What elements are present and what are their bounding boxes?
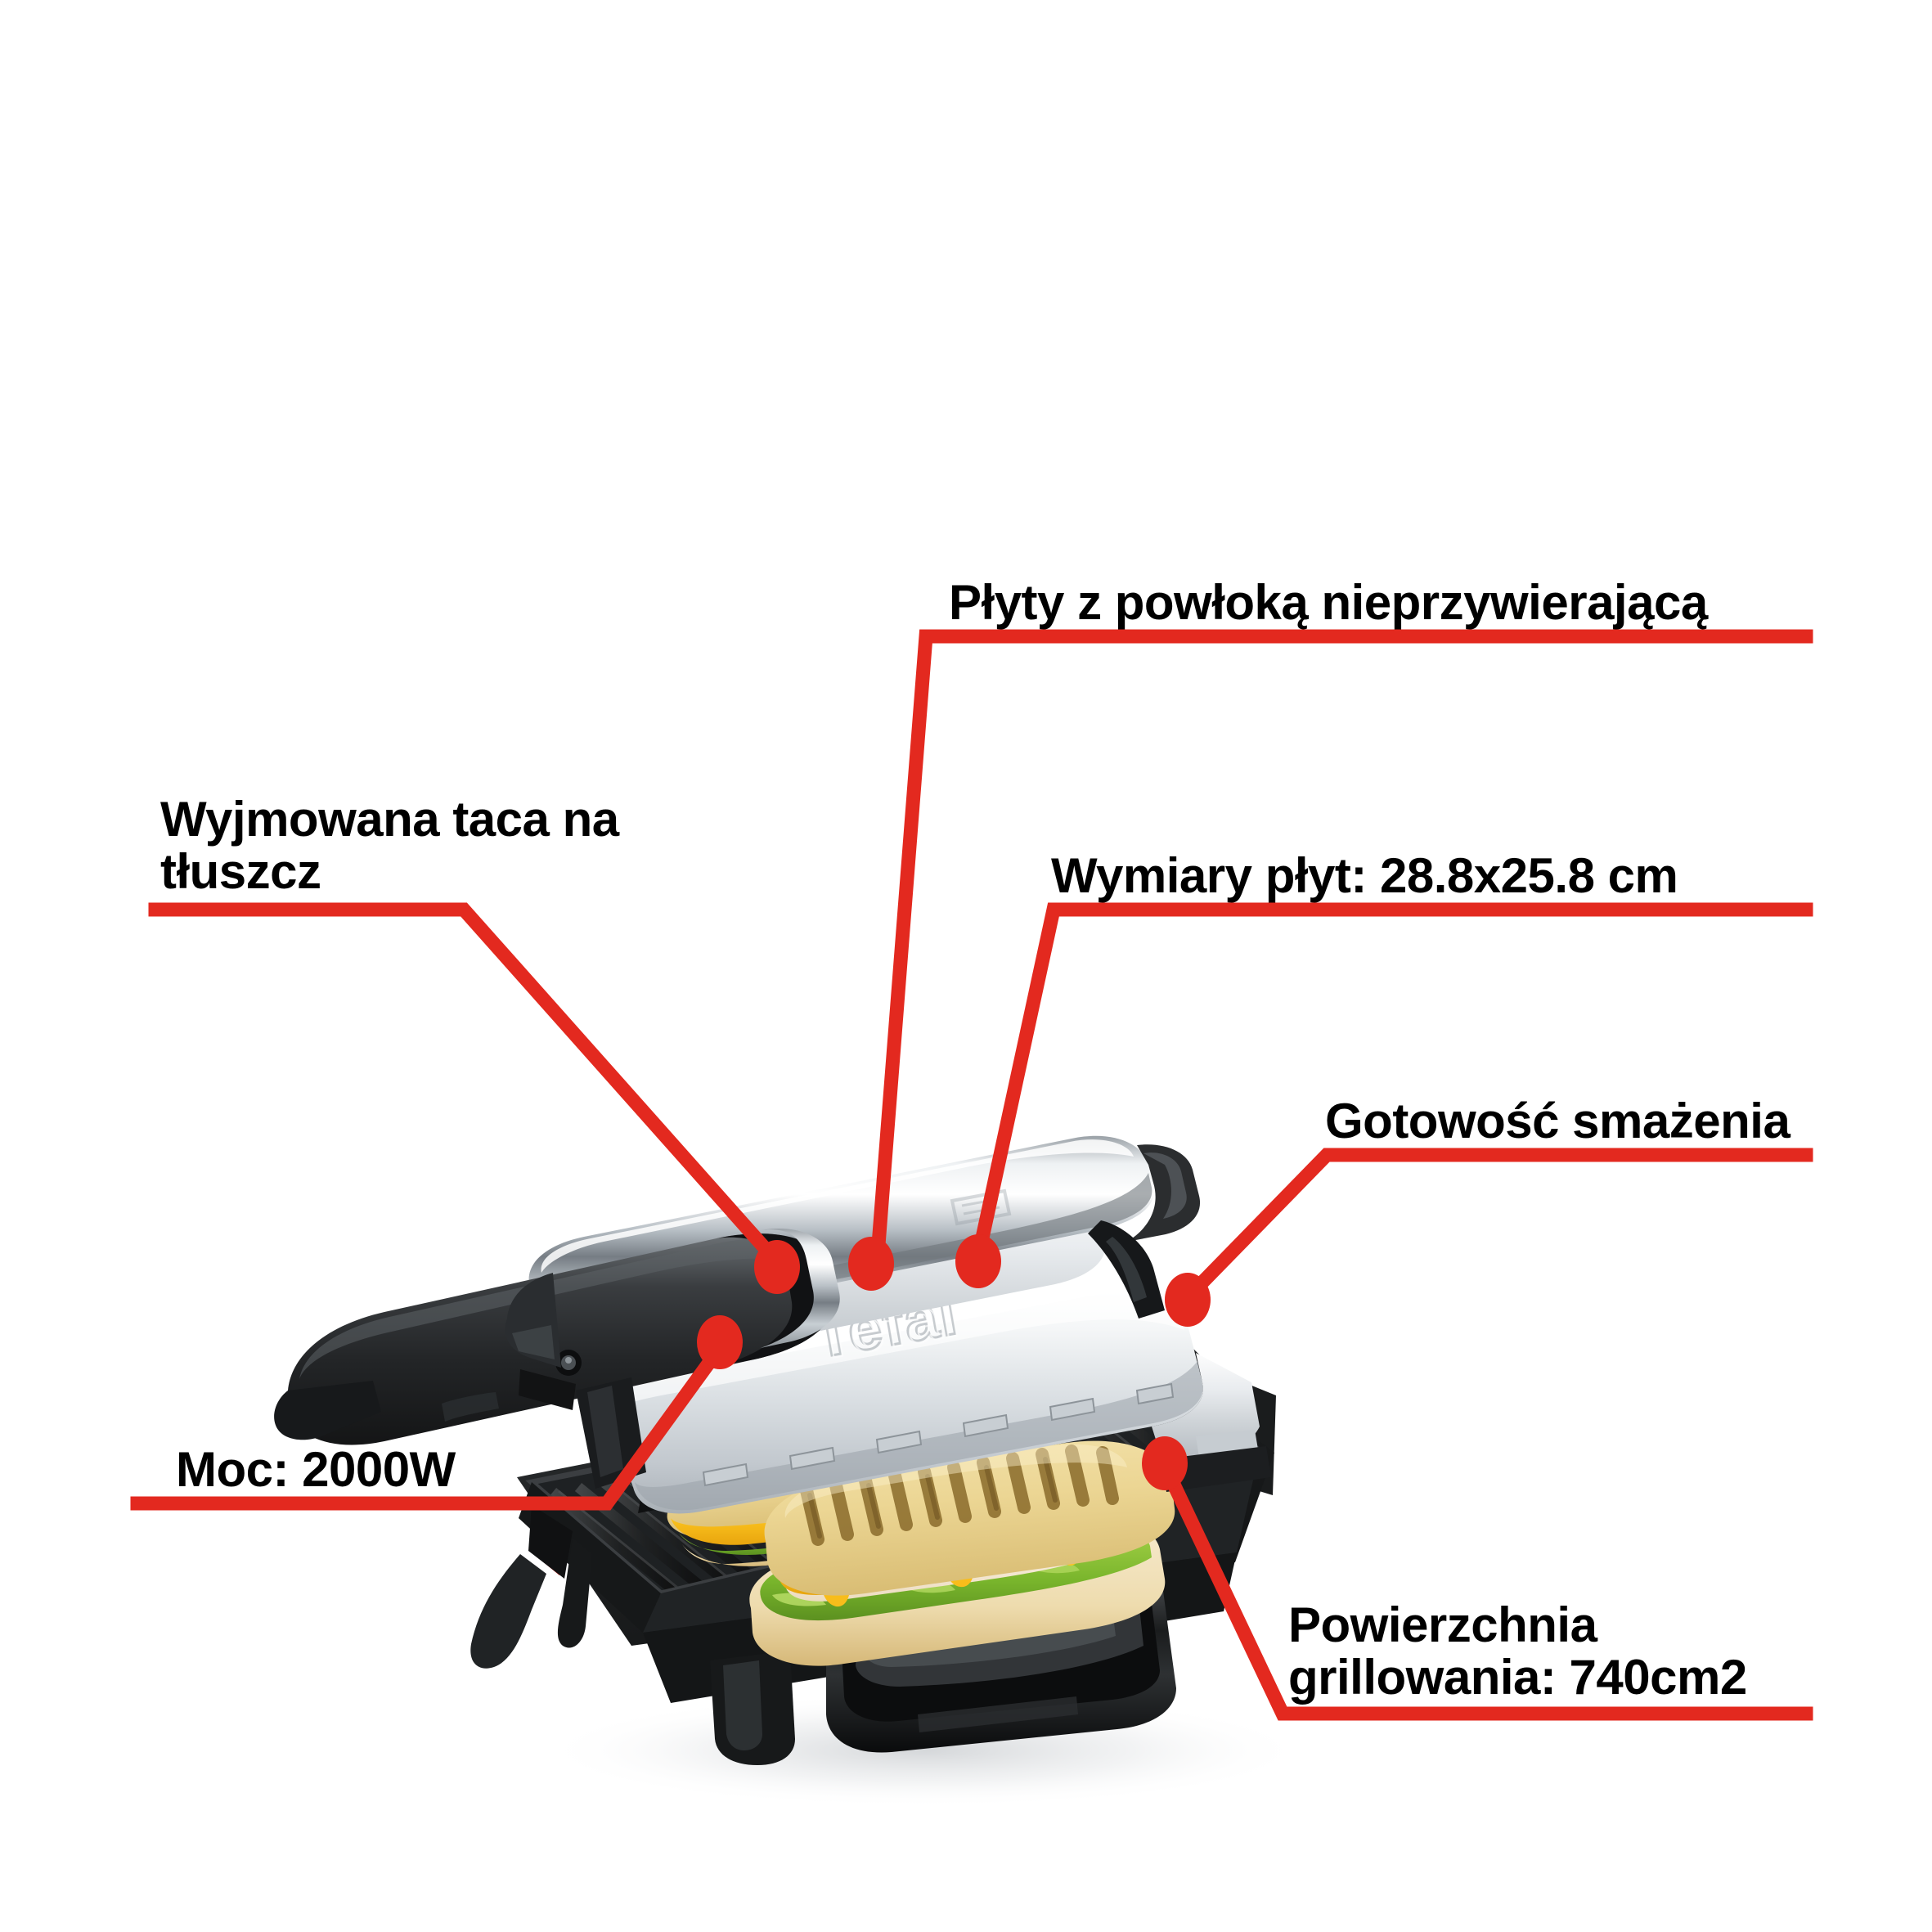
callout-label-plate-dimensions: Wymiary płyt: 28.8x25.8 cm <box>1051 848 1678 903</box>
callout-label-drip-tray: Wyjmowana taca na tłuszcz <box>160 792 619 899</box>
handle-ferrule <box>761 1228 840 1348</box>
callout-label-power: Moc: 2000W <box>176 1442 456 1497</box>
callout-label-ready-indicator: Gotowość smażenia <box>1325 1094 1790 1148</box>
cord-hook <box>470 1554 546 1669</box>
callout-label-grilling-surface: Powierzchnia grillowania: 740cm2 <box>1288 1597 1747 1705</box>
upper-lid: Tefal Tefal <box>597 1278 1271 1514</box>
callout-label-non-stick-plates: Płyty z powłoką nieprzywierającą <box>949 575 1708 630</box>
lid-shell <box>608 1288 1203 1514</box>
